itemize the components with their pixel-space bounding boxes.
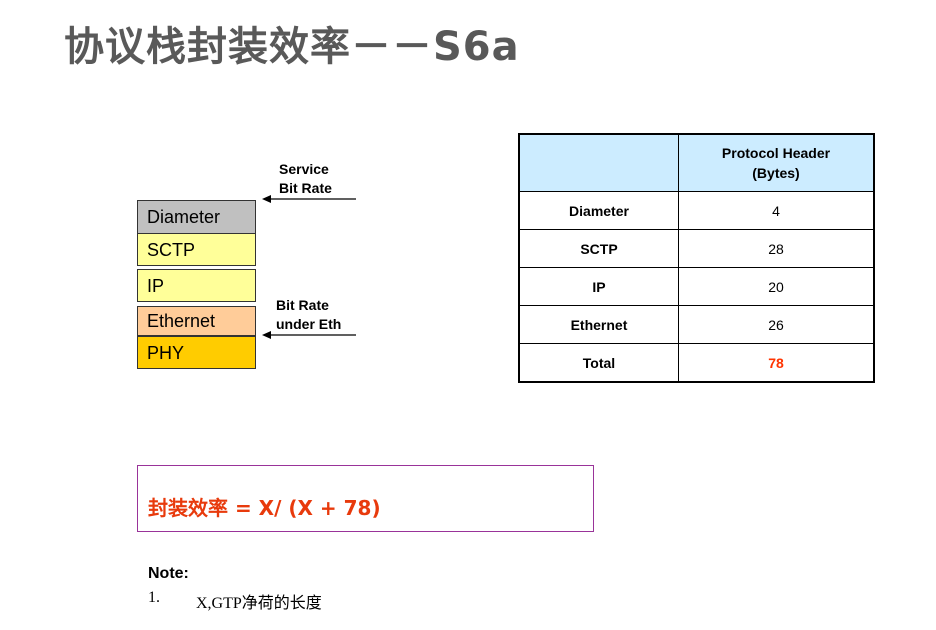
eth-arrow-icon [262,331,356,339]
bit-rate-under-eth-text: Bit Rate under Eth [276,297,342,332]
formula-box: 封装效率 = X/ (X + 78) [137,465,594,532]
note-text: X,GTP净荷的长度 [196,595,322,612]
stack-layer-ethernet: Ethernet [137,306,256,336]
row-name: Diameter [518,191,679,230]
table-header-row: Protocol Header (Bytes) [518,133,875,192]
stack-layer-ip: IP [137,269,256,302]
table-header-cell [518,133,679,192]
note-number: 1. [148,589,160,606]
stack-layer-diameter: Diameter [137,200,256,234]
row-value: 4 [678,191,875,230]
stack-layer-phy: PHY [137,336,256,369]
efficiency-formula: 封装效率 = X/ (X + 78) [148,496,381,520]
total-value: 78 [678,343,875,383]
bit-rate-under-eth-label: Bit Rate under Eth [276,296,341,334]
table-row: SCTP 28 [518,229,875,268]
table-row: IP 20 [518,267,875,306]
row-value: 20 [678,267,875,306]
row-name: IP [518,267,679,306]
table-row-total: Total 78 [518,343,875,383]
protocol-header-table: Protocol Header (Bytes) Diameter 4 SCTP … [518,133,875,383]
note-title: Note: [148,565,189,582]
stack-layer-sctp: SCTP [137,233,256,266]
table-row: Diameter 4 [518,191,875,230]
row-value: 28 [678,229,875,268]
service-bit-rate-label: Service Bit Rate [279,160,332,198]
page-title: 协议栈封装效率－－S6a [64,24,520,70]
row-name: SCTP [518,229,679,268]
table-row: Ethernet 26 [518,305,875,344]
row-name: Ethernet [518,305,679,344]
table-header-protocol-bytes: Protocol Header (Bytes) [678,133,875,192]
service-arrow-icon [262,195,356,203]
total-label: Total [518,343,679,383]
service-bit-rate-text: Service Bit Rate [279,161,332,196]
row-value: 26 [678,305,875,344]
